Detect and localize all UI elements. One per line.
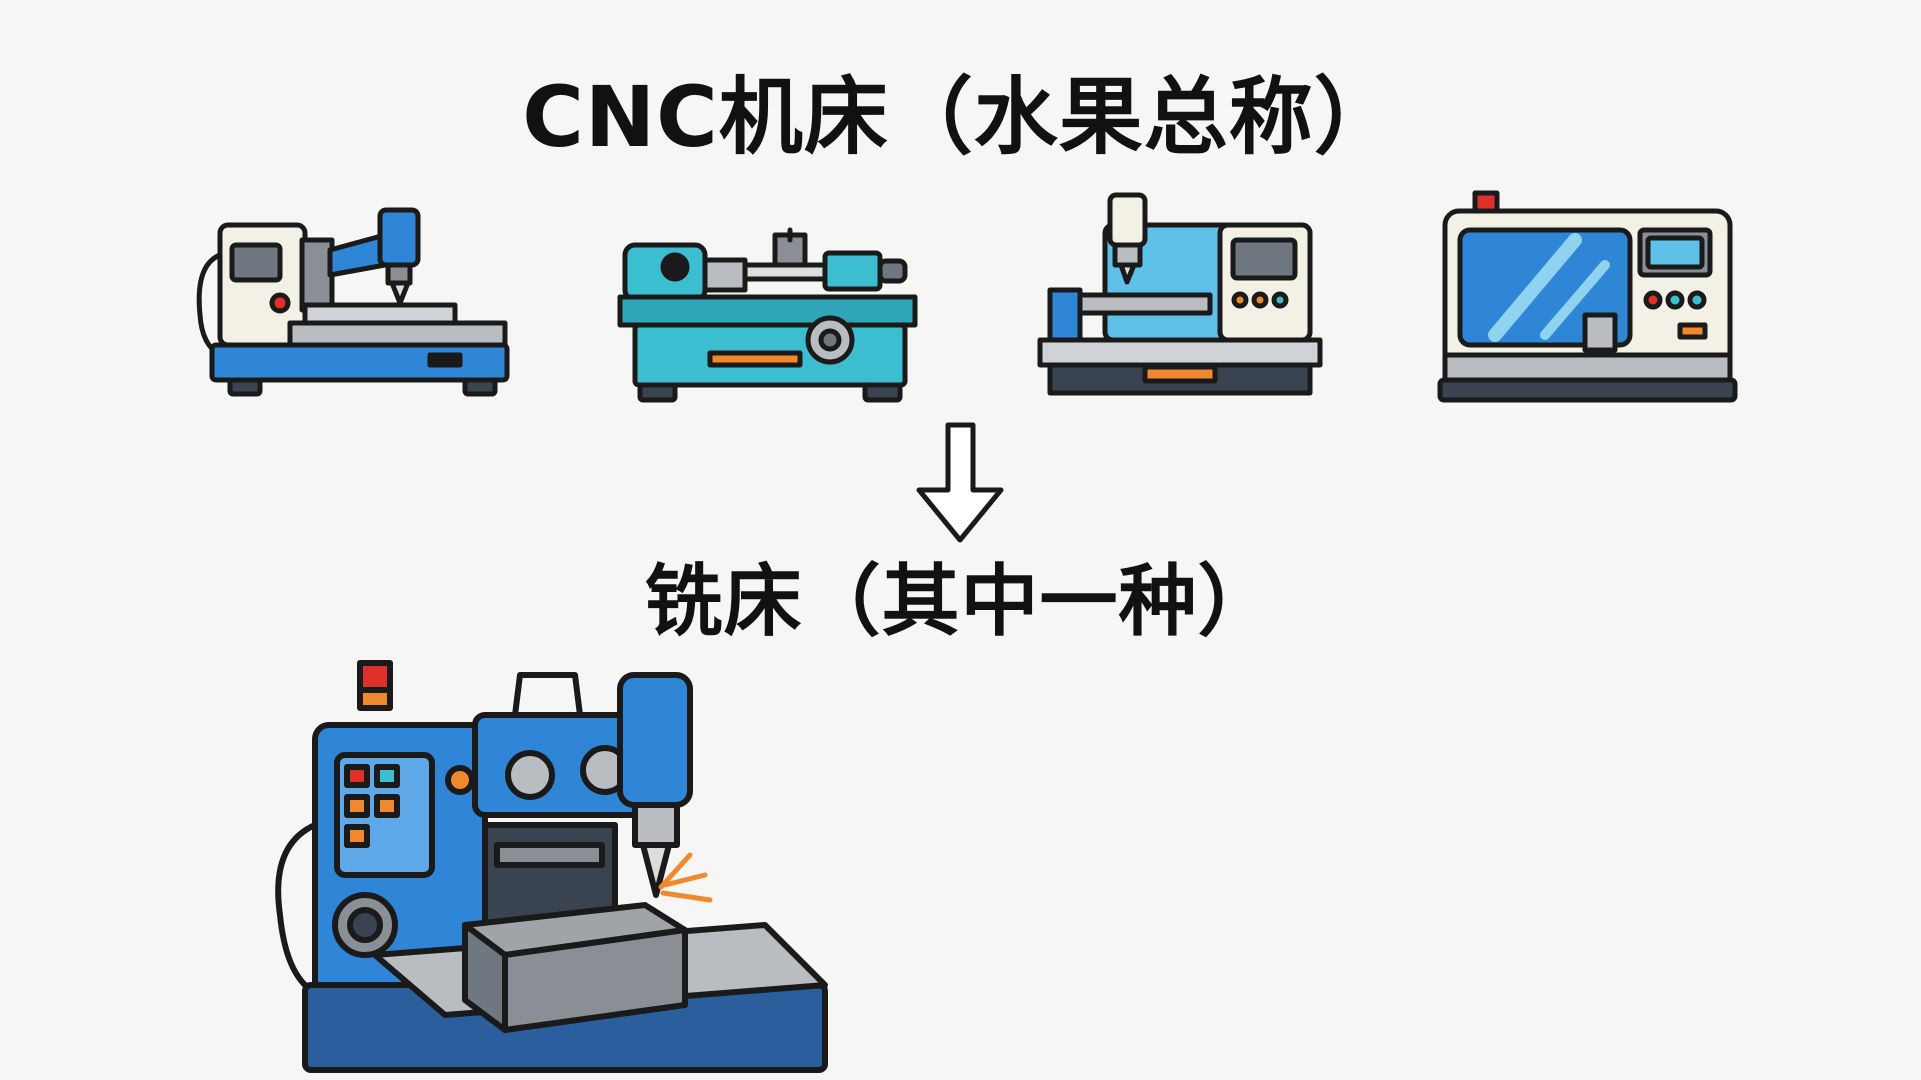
vertical-milling-center-icon xyxy=(1037,192,1323,396)
lathe-icon xyxy=(617,227,918,403)
section-title: 铣床（其中一种） xyxy=(644,557,1277,647)
milling-machine-icon xyxy=(275,660,828,1073)
enclosed-machining-center-icon xyxy=(1437,190,1738,403)
desktop-cnc-router-icon xyxy=(196,207,510,397)
down-arrow-icon xyxy=(916,422,1004,543)
page-title: CNC机床（水果总称） xyxy=(522,68,1399,166)
